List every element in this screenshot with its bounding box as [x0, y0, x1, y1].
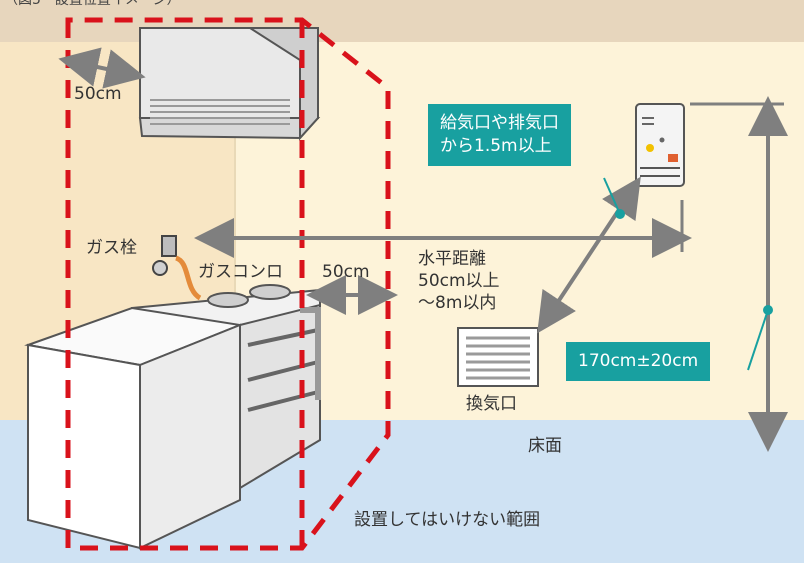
- vent-grille: [457, 327, 539, 387]
- floor-label: 床面: [528, 436, 562, 456]
- stove-clearance-label: 50cm: [322, 262, 370, 282]
- water-heater: [635, 103, 685, 187]
- vent-distance-callout: 給気口や排気口 から1.5m以上: [428, 104, 571, 166]
- vent-label: 換気口: [466, 394, 517, 414]
- range-hood: [138, 27, 321, 141]
- no-install-zone-label: 設置してはいけない範囲: [354, 510, 541, 530]
- horizontal-distance-line-3: ～8m以内: [418, 293, 497, 314]
- gas-valve-shape: [161, 235, 177, 257]
- horizontal-distance-line-2: 50cm以上: [418, 271, 500, 292]
- ceiling: [0, 0, 804, 42]
- horizontal-distance-line-1: 水平距離: [418, 249, 486, 269]
- height-callout: 170cm±20cm: [566, 342, 711, 381]
- horizontal-distance-label: 水平距離 50cm以上 ～8m以内: [418, 248, 500, 314]
- hood-clearance-arrow: [58, 47, 146, 89]
- gas-valve-label: ガス栓: [86, 238, 137, 258]
- gas-stove-label: ガスコンロ: [198, 262, 283, 282]
- hood-clearance-label: 50cm: [74, 84, 122, 104]
- figure-caption: （図5 設置位置イメージ）: [4, 0, 181, 8]
- vent-distance-line-1: 給気口や排気口: [440, 113, 559, 133]
- vent-distance-line-2: から1.5m以上: [440, 135, 552, 156]
- kitchen-counter: [24, 235, 321, 550]
